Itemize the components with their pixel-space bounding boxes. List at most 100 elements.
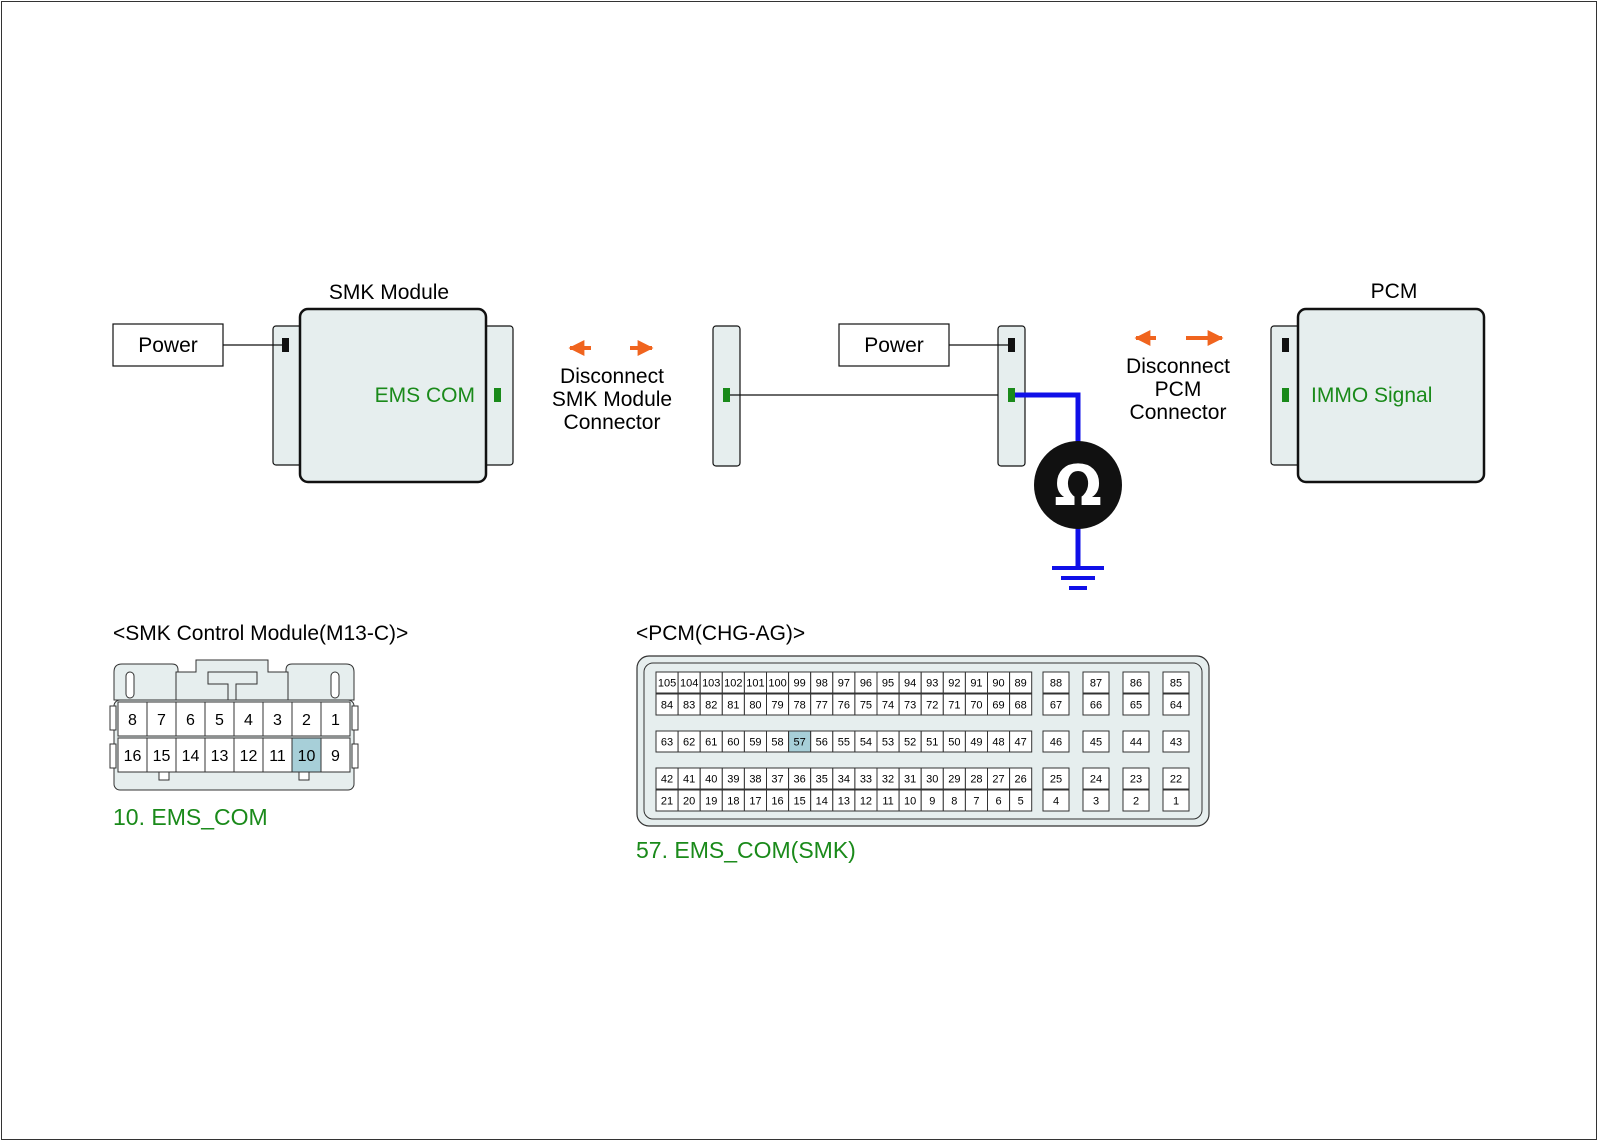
smk-latch-right <box>285 663 355 701</box>
pin-number: 34 <box>838 773 850 785</box>
pin-number: 11 <box>882 795 893 807</box>
pin-number: 32 <box>882 773 894 785</box>
pin-number: 50 <box>948 736 960 748</box>
smk-module-body <box>298 307 488 484</box>
pin-number: 70 <box>970 699 982 711</box>
smk-power-source: Power <box>112 323 282 367</box>
pin-number: 40 <box>705 773 717 785</box>
pin-number: 88 <box>1050 677 1062 689</box>
pin-cell <box>262 737 293 773</box>
pin-cell <box>1162 767 1190 790</box>
pin-cell <box>1162 789 1190 812</box>
pin-number: 10 <box>298 748 316 765</box>
pin-number: 92 <box>948 677 960 689</box>
pin-cell <box>1042 767 1070 790</box>
pcm-power-pin <box>1282 338 1289 352</box>
pin-number: 8 <box>951 795 957 807</box>
pin-cell <box>1122 693 1150 716</box>
pin-number: 91 <box>970 677 982 689</box>
pin-number: 8 <box>128 712 137 729</box>
pin-number: 51 <box>926 736 938 748</box>
pin-number: 13 <box>838 795 850 807</box>
pin-number: 25 <box>1050 773 1062 785</box>
pin-cell <box>117 737 148 773</box>
pin-number: 31 <box>904 773 916 785</box>
pin-number: 58 <box>771 736 783 748</box>
disconnect-smk-callout: Disconnect SMK Module Connector <box>552 340 672 434</box>
pin-cell <box>1042 730 1070 753</box>
pin-number: 2 <box>302 712 311 729</box>
pin-number: 63 <box>661 736 673 748</box>
pin-number: 35 <box>816 773 828 785</box>
pin-number: 42 <box>661 773 673 785</box>
pcm-immo-label: IMMO Signal <box>1311 384 1432 407</box>
pin-cell <box>233 737 264 773</box>
pcm-immo-pin <box>1282 388 1289 402</box>
pin-number: 104 <box>680 677 698 689</box>
pin-number: 9 <box>929 795 935 807</box>
pin-number: 48 <box>992 736 1004 748</box>
pin-number: 26 <box>1015 773 1027 785</box>
pin-number: 75 <box>860 699 872 711</box>
pcm-title: PCM <box>1371 280 1418 303</box>
pin-number: 83 <box>683 699 695 711</box>
pin-number: 52 <box>904 736 916 748</box>
pin-number: 86 <box>1130 677 1142 689</box>
pcm-module: PCM IMMO Signal <box>1270 280 1486 484</box>
pin-number: 85 <box>1170 677 1182 689</box>
pin-number: 6 <box>995 795 1001 807</box>
pin-number: 9 <box>331 748 340 765</box>
pin-cell <box>1009 789 1033 812</box>
pin-number: 44 <box>1130 736 1142 748</box>
pin-number: 6 <box>186 712 195 729</box>
pin-cell <box>291 701 322 737</box>
pin-cell <box>1082 730 1110 753</box>
pin-number: 15 <box>153 748 171 765</box>
disconnect-pcm-callout: Disconnect PCM Connector <box>1126 330 1230 424</box>
pin-number: 2 <box>1133 795 1139 807</box>
pin-number: 103 <box>702 677 720 689</box>
pin-number: 28 <box>970 773 982 785</box>
pin-cell <box>146 701 177 737</box>
pin-number: 55 <box>838 736 850 748</box>
pin-number: 95 <box>882 677 894 689</box>
pin-number: 78 <box>794 699 806 711</box>
ohmmeter-icon <box>1034 441 1122 529</box>
pin-number: 68 <box>1015 699 1027 711</box>
pin-cell <box>262 701 293 737</box>
pin-cell <box>1082 767 1110 790</box>
pin-number: 84 <box>661 699 673 711</box>
pin-number: 67 <box>1050 699 1062 711</box>
pin-number: 23 <box>1130 773 1142 785</box>
pin-cell <box>320 701 351 737</box>
ohm-symbol: Ω <box>1054 454 1102 519</box>
pin-number: 82 <box>705 699 717 711</box>
pin-number: 99 <box>794 677 806 689</box>
pin-cell <box>175 701 206 737</box>
pin-number: 38 <box>749 773 761 785</box>
pin-number: 15 <box>794 795 806 807</box>
smk-latch-left <box>113 663 179 701</box>
smk-connector-title: <SMK Control Module(M13-C)> <box>113 622 408 645</box>
pin-number: 14 <box>182 748 200 765</box>
pin-number: 4 <box>1053 795 1059 807</box>
smk-ems-com-pin <box>494 388 501 402</box>
pin-number: 45 <box>1090 736 1102 748</box>
pin-number: 47 <box>1015 736 1027 748</box>
pin-number: 13 <box>211 748 229 765</box>
pin-number: 102 <box>724 677 742 689</box>
pin-number: 24 <box>1090 773 1102 785</box>
pin-number: 1 <box>1173 795 1179 807</box>
pin-cell <box>1162 693 1190 716</box>
pin-cell <box>1009 767 1033 790</box>
pin-number: 17 <box>749 795 761 807</box>
pin-cell <box>1009 730 1033 753</box>
pin-cell <box>204 737 235 773</box>
pin-number: 53 <box>882 736 894 748</box>
ohmmeter-probe: Ω <box>1015 392 1122 590</box>
pin-cell <box>320 737 351 773</box>
pin-number: 5 <box>1018 795 1024 807</box>
pin-number: 81 <box>727 699 739 711</box>
pin-number: 19 <box>705 795 717 807</box>
pin-cell <box>204 701 235 737</box>
